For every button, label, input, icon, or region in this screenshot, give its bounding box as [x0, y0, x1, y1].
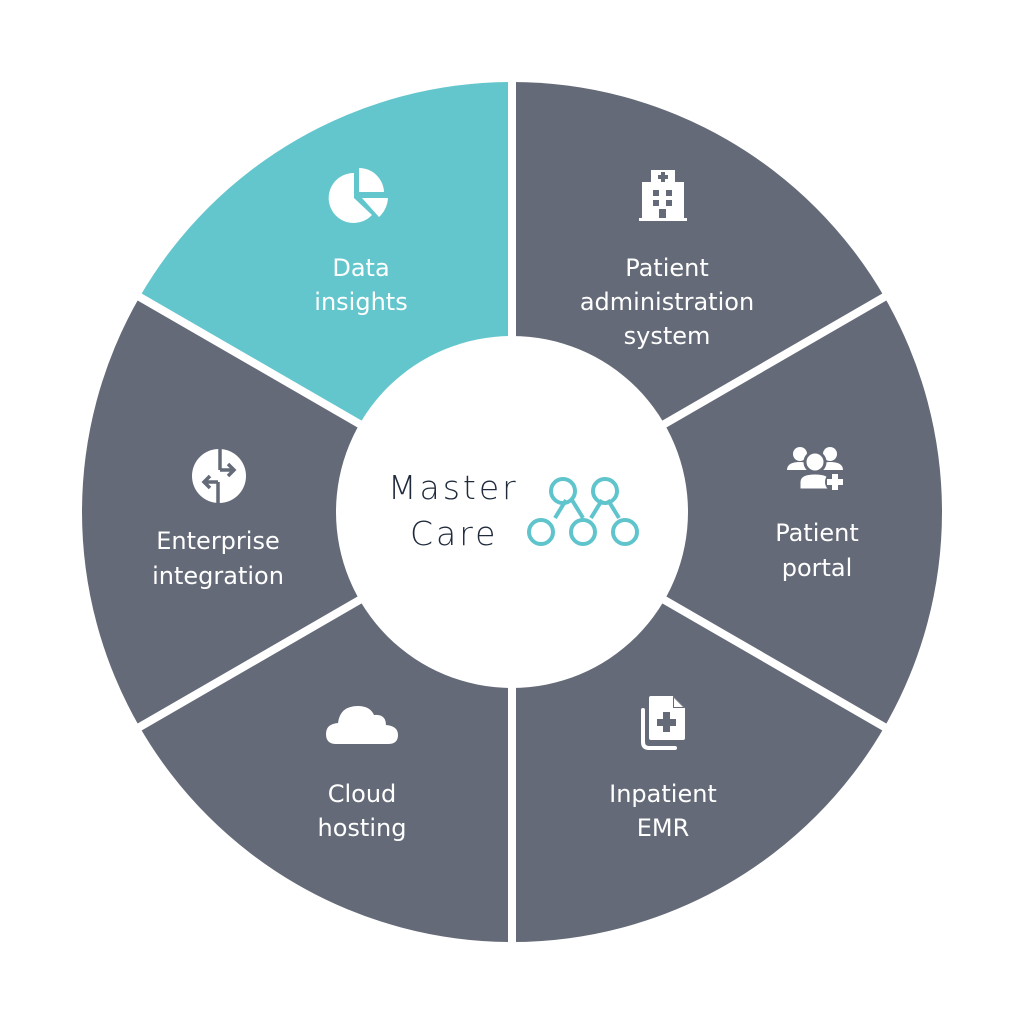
cloud-icon	[326, 706, 398, 744]
segment-label-line: integration	[152, 562, 284, 590]
segment-patient-portal[interactable]: Patient portal	[775, 447, 859, 582]
segment-label-line: Cloud	[328, 780, 397, 808]
segment-label-line: administration	[580, 288, 754, 316]
segment-label-line: Enterprise	[156, 527, 279, 555]
segment-label-line: portal	[782, 554, 853, 582]
exchange-arrows-icon	[192, 449, 246, 503]
segment-inpatient-emr[interactable]: Inpatient EMR	[609, 696, 717, 842]
segment-label-line: EMR	[637, 814, 690, 842]
segment-label-line: hosting	[318, 814, 407, 842]
segment-data-insights[interactable]: Data insights	[314, 167, 408, 316]
logo-text-care: Care	[410, 514, 498, 553]
segment-patient-administration-system[interactable]: Patient administration system	[580, 170, 754, 350]
medical-documents-icon	[641, 696, 685, 750]
segment-label-line: Patient	[625, 254, 709, 282]
wheel-sector-patient-portal[interactable]	[512, 297, 942, 727]
master-care-logo: Master Care	[388, 468, 639, 553]
segment-label-line: Data	[332, 254, 389, 282]
hospital-icon	[639, 170, 687, 221]
pie-chart-icon	[328, 167, 388, 223]
segment-label-line: insights	[314, 288, 407, 316]
logo-text-master: Master	[388, 468, 519, 507]
wheel-sector-enterprise-integration[interactable]	[81, 297, 512, 727]
add-users-icon	[787, 447, 845, 492]
segment-enterprise-integration[interactable]: Enterprise integration	[152, 449, 284, 590]
segment-label-line: system	[624, 322, 711, 350]
center-circle	[336, 336, 688, 688]
segment-cloud-hosting[interactable]: Cloud hosting	[318, 706, 407, 842]
connected-nodes-logo-icon	[527, 477, 639, 546]
segment-label-line: Inpatient	[609, 780, 717, 808]
segment-label-line: Patient	[775, 519, 859, 547]
